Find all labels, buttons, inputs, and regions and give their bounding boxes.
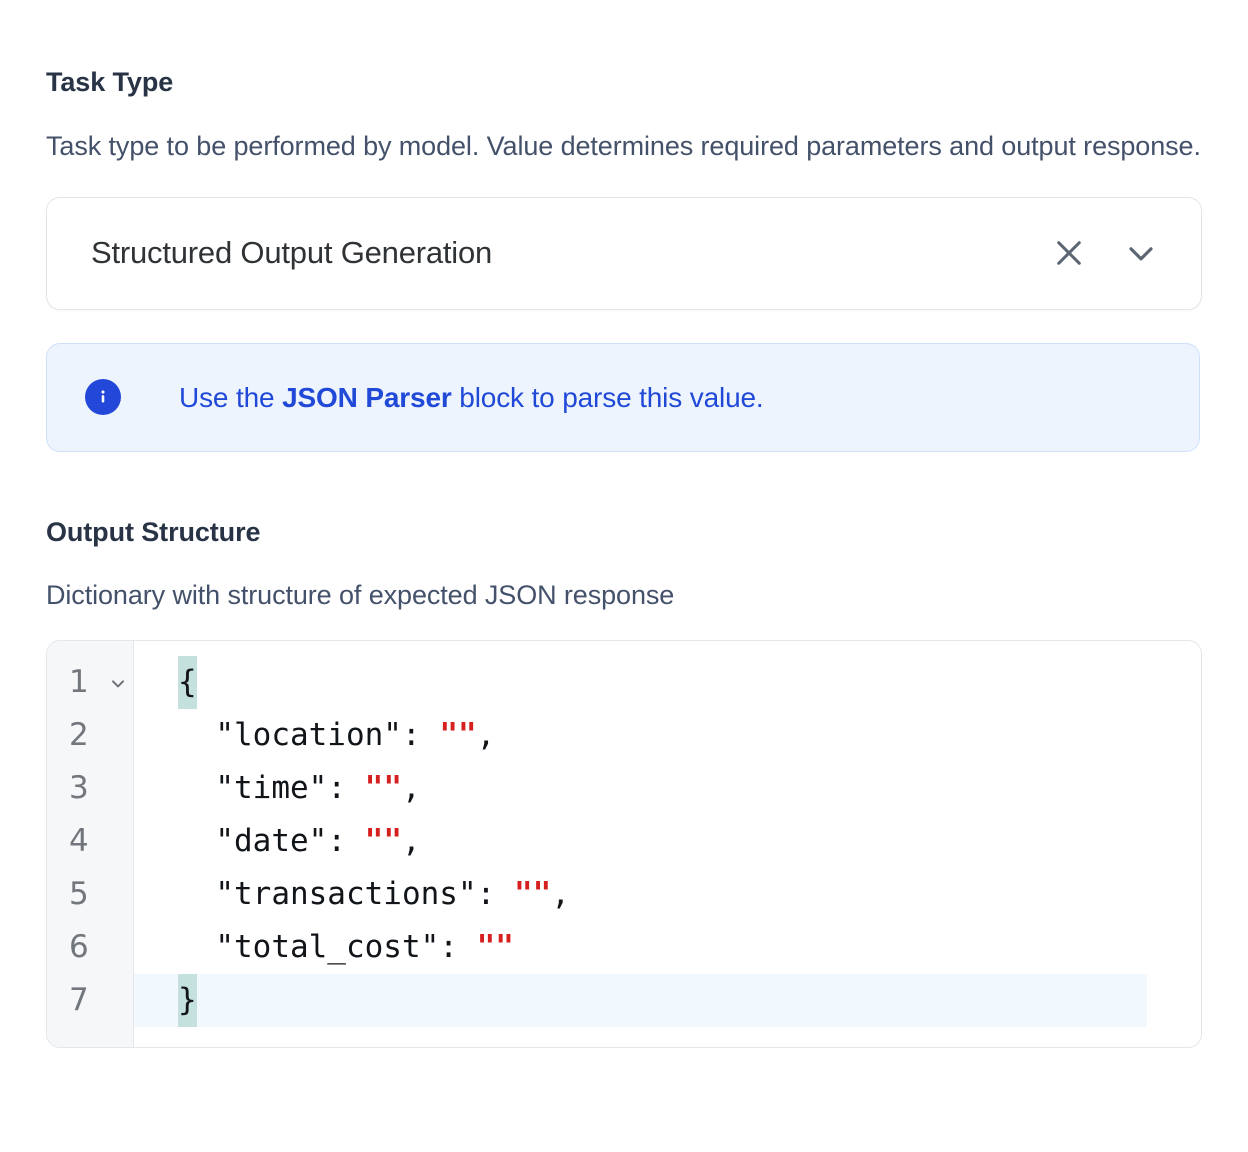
code-line[interactable]: {	[134, 656, 1201, 710]
code-comma: ,	[401, 823, 421, 860]
line-number: 6	[69, 929, 89, 966]
editor-gutter: 1 2 3 4 5 6 7	[47, 641, 134, 1048]
task-type-select[interactable]: Structured Output Generation	[46, 196, 1202, 310]
code-value: ""	[513, 876, 552, 913]
code-value: ""	[476, 929, 514, 966]
code-indent	[178, 815, 215, 868]
code-colon: :	[327, 823, 346, 860]
gutter-line-1: 1	[47, 656, 133, 709]
close-icon[interactable]	[1041, 225, 1097, 281]
code-colon: :	[401, 717, 421, 754]
gutter-line-3: 3	[47, 762, 133, 815]
code-line[interactable]: "time": "",	[134, 762, 1201, 815]
code-indent	[178, 762, 215, 815]
code-line[interactable]: "transactions": "",	[134, 868, 1201, 921]
code-key: "date"	[215, 823, 328, 860]
line-number: 4	[69, 823, 89, 860]
code-line[interactable]: "total_cost": ""	[134, 921, 1201, 974]
output-structure-label: Output Structure	[46, 516, 261, 547]
line-number: 2	[69, 717, 89, 754]
chevron-down-icon[interactable]	[1113, 225, 1169, 281]
code-line-active[interactable]: }	[134, 974, 1147, 1028]
code-comma: ,	[551, 876, 570, 913]
code-colon: :	[327, 770, 346, 807]
json-code-editor[interactable]: 1 2 3 4 5 6 7	[46, 640, 1202, 1049]
info-text-bold: JSON Parser	[282, 381, 452, 413]
code-key: "time"	[215, 770, 328, 807]
gutter-line-4: 4	[47, 815, 133, 868]
code-value: ""	[439, 717, 477, 754]
code-indent	[178, 868, 215, 921]
gutter-line-2: 2	[47, 709, 133, 762]
line-number: 1	[69, 664, 89, 701]
line-number: 3	[69, 770, 89, 807]
code-indent	[178, 921, 215, 974]
line-number: 5	[69, 876, 89, 913]
chevron-down-icon[interactable]	[107, 672, 129, 699]
code-brace: }	[178, 974, 197, 1028]
info-text-after: block to parse this value.	[451, 381, 764, 413]
line-number: 7	[69, 982, 89, 1019]
code-colon: :	[439, 929, 458, 966]
info-text-before: Use the	[179, 381, 283, 413]
info-banner-text: Use the JSON Parser block to parse this …	[131, 380, 764, 415]
task-type-selected-value: Structured Output Generation	[91, 235, 493, 271]
gutter-line-7: 7	[47, 974, 133, 1027]
output-structure-description: Dictionary with structure of expected JS…	[46, 580, 675, 611]
task-type-label: Task Type	[46, 67, 174, 97]
gutter-line-5: 5	[47, 868, 133, 921]
gutter-line-6: 6	[47, 921, 133, 974]
code-indent	[178, 709, 215, 762]
code-comma: ,	[401, 770, 421, 807]
code-key: "transactions"	[215, 876, 477, 913]
code-value: ""	[364, 770, 402, 807]
editor-code-area[interactable]: { "location": "", "time": "", "date": ""…	[134, 641, 1201, 1047]
info-circle-icon	[85, 379, 121, 416]
code-key: "total_cost"	[215, 929, 440, 966]
code-value: ""	[364, 823, 402, 860]
task-type-description: Task type to be performed by model. Valu…	[46, 131, 1201, 162]
code-line[interactable]: "date": "",	[134, 815, 1201, 868]
code-key: "location"	[215, 717, 402, 754]
code-colon: :	[476, 876, 496, 913]
code-comma: ,	[476, 717, 496, 754]
info-banner: Use the JSON Parser block to parse this …	[46, 342, 1200, 452]
code-brace: {	[178, 656, 197, 710]
code-line[interactable]: "location": "",	[134, 709, 1201, 762]
